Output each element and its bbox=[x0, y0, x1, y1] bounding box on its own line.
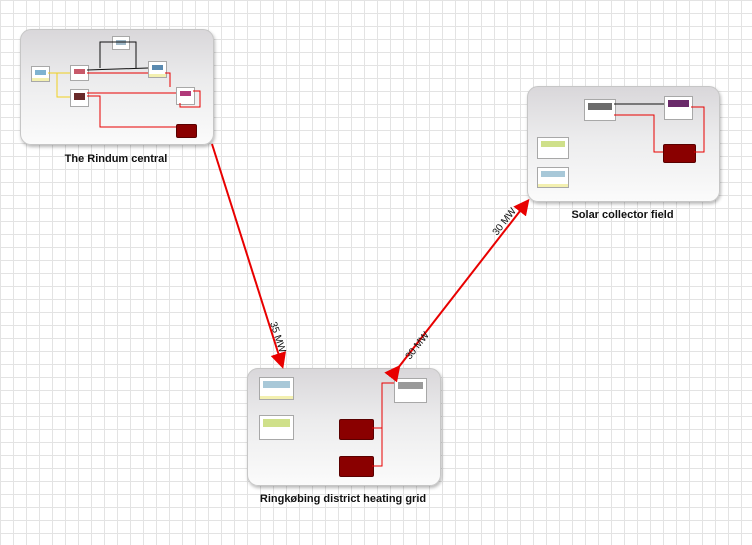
rindum-node-storage[interactable] bbox=[148, 61, 167, 78]
flow-label-rindum-to-grid: 35 MW bbox=[267, 321, 287, 355]
group-label-ringkobing-grid: Ringkøbing district heating grid bbox=[259, 493, 427, 505]
rindum-node-red[interactable] bbox=[176, 124, 197, 138]
rindum-node-heat[interactable] bbox=[176, 87, 195, 105]
group-label-solar-collector-field: Solar collector field bbox=[571, 209, 674, 221]
grid-node-fuel-market[interactable] bbox=[259, 415, 294, 440]
flow-label-solar-to-grid-lower: 30 MW bbox=[404, 330, 433, 362]
solar-internal-links bbox=[614, 103, 705, 153]
solar-node-collector[interactable] bbox=[584, 99, 616, 121]
rindum-internal-links bbox=[48, 41, 201, 128]
flow-solar-to-grid[interactable] bbox=[384, 198, 530, 383]
rindum-node-engine[interactable] bbox=[70, 89, 89, 107]
solar-node-storage[interactable] bbox=[664, 96, 693, 120]
flow-rindum-to-grid[interactable] bbox=[211, 143, 287, 369]
rindum-node-boiler[interactable] bbox=[70, 65, 89, 81]
flow-label-solar-to-grid-upper: 30 MW bbox=[491, 206, 520, 238]
solar-node-fuel-market[interactable] bbox=[537, 137, 569, 159]
grid-node-solar-field-ref[interactable] bbox=[339, 419, 374, 440]
grid-node-electric-grid[interactable] bbox=[259, 377, 294, 400]
rindum-node-left[interactable] bbox=[31, 66, 50, 82]
solar-node-electric-grid[interactable] bbox=[537, 167, 569, 188]
group-label-rindum-central: The Rindum central bbox=[64, 153, 168, 165]
solar-node-red[interactable] bbox=[663, 144, 696, 163]
grid-internal-links bbox=[372, 382, 394, 467]
